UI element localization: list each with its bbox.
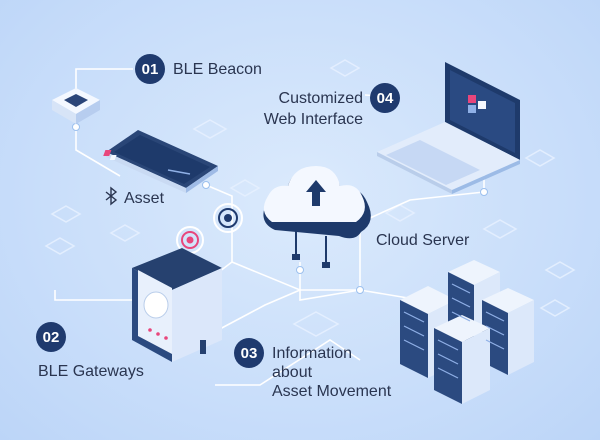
bluetooth-icon [105,186,118,206]
background-tiles [44,59,576,337]
beacon-device [52,88,100,124]
label-info-line-2: about [272,364,313,381]
cloud-server-icon [263,166,371,268]
badge-gateways: 02 [36,322,66,352]
upload-arrow-icon [306,180,326,206]
server-racks [400,260,534,404]
badge-beacon: 01 [135,54,165,84]
gateway-device [132,248,222,362]
asset-phone [103,130,218,193]
badge-web: 04 [370,83,400,113]
label-web-line-1: Customized [278,90,363,107]
laptop-device [377,62,520,194]
label-info-line-1: Information [272,345,353,362]
label-web-line-2: Web Interface [263,111,363,128]
label-cloud-server: Cloud Server [376,232,470,249]
label-ble-beacon: BLE Beacon [173,61,262,78]
signal-icon [176,203,243,254]
label-info-line-3: Asset Movement [272,383,392,400]
badge-information: 03 [234,338,264,368]
label-asset: Asset [124,190,165,207]
label-ble-gateways: BLE Gateways [38,363,144,380]
connection-nodes [72,123,488,294]
